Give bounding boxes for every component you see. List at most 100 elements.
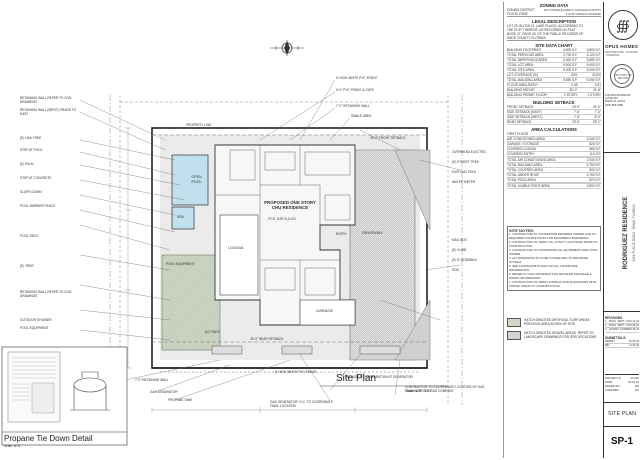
firm-logo-icon: ∰	[608, 10, 638, 40]
right-note: WATER METER	[452, 180, 476, 184]
project-info: PROJECT #:23-118 DATE:03.15.24 DRAWN BY:…	[605, 374, 639, 392]
table-cell: 110 S.F.	[589, 152, 601, 156]
table-cell: TOTAL BUILDING AREA	[507, 163, 543, 167]
table-cell: LOT COVERAGE (%)	[507, 73, 538, 77]
table-row	[507, 157, 601, 158]
table-cell: 2,700 S.F.	[563, 53, 578, 57]
site-plan-title: Site Plan	[336, 373, 377, 384]
table-row: REAR SETBACK 25'-0" 25'-2"	[507, 120, 601, 125]
table-cell: AIR CONDITIONED AREA	[507, 137, 545, 141]
pool-label: OPEN POOL	[191, 175, 202, 184]
legend-swatch-gravel	[507, 331, 521, 340]
table-cell: 50%	[571, 73, 578, 77]
table-cell: 25'-0"	[572, 120, 581, 124]
table-cell: 5,850 S.F.	[563, 78, 578, 82]
right-notes: OVERHEAD ELECTRIC (E) STREET TREE EXISTI…	[452, 150, 498, 278]
legend-label: HATCH DENOTES ARTIFICIAL TURF AREAS PERV…	[524, 318, 590, 326]
table-cell: BID	[605, 343, 610, 347]
table-cell: 3,120 S.F.	[586, 53, 601, 57]
table-cell: 3,750 S.F.	[586, 163, 601, 167]
table-cell: ZONING COMMENTS	[609, 328, 629, 332]
table-cell: TOTAL SITE AREA	[507, 68, 535, 72]
area-calculations-header: AREA CALCULATIONS	[531, 127, 577, 132]
data-tables: ZONING DATA ZONING DISTRICT RS-4 (SINGLE…	[507, 3, 601, 189]
table-row: AIR CONDITIONED AREA 2,540 S.F.	[507, 137, 601, 142]
right-note: (E) CURB	[452, 248, 467, 252]
table-cell: 8'-0"	[594, 115, 601, 119]
table-row: COVERED ENTRY 110 S.F.	[507, 152, 601, 157]
table-cell: 35'-0"	[569, 88, 578, 92]
table-cell: 2 STORY	[563, 93, 578, 97]
table-cell: BUILDING FOOTPRINT	[507, 48, 542, 52]
table-cell: 01.12.24	[628, 320, 639, 323]
table-cell: FIRST FLOOR	[507, 132, 529, 136]
table-cell: 7'-6"	[573, 110, 581, 114]
entry-label: ENTRY	[336, 232, 347, 236]
project-number: 23-118	[630, 376, 639, 380]
legend-item: HATCH DENOTES ARTIFICIAL TURF AREAS PERV…	[507, 318, 601, 327]
left-note: RETAINING WALL (WEST) GRADE TO EAST	[20, 108, 77, 116]
table-cell: FLOOR AREA RATIO	[507, 83, 538, 87]
table-cell: TOTAL POOL AREA	[507, 178, 536, 182]
table-cell: 620 S.F.	[589, 142, 601, 146]
table-cell: 10.05.23	[628, 339, 639, 343]
project-name-panel: RODRIGUEZ RESIDENCE 4321 PLACID ROAD · M…	[604, 152, 640, 312]
project-address: 4321 PLACID ROAD · MIAMI, FLORIDA	[632, 204, 636, 262]
table-cell: 480 S.F.	[589, 147, 601, 151]
spa-shape	[171, 206, 195, 230]
sheet-title: SITE PLAN	[607, 410, 637, 417]
left-note: OUTDOOR SHOWER	[20, 318, 52, 322]
left-note: STEP AT POOL	[20, 148, 43, 152]
table-cell: 3,750 S.F.	[586, 173, 601, 177]
bottom-note: PROVIDE 5'-0" SEPARATION AT GENERATOR	[345, 375, 413, 379]
loggia-area	[219, 214, 259, 296]
building-setback-header: BUILDING SETBACK	[533, 100, 575, 105]
table-cell: TOTAL LIVABLE ROOF AREA	[507, 184, 550, 188]
firm-name: OPUS HOMES	[605, 44, 639, 49]
right-note: (E) STREET TREE	[452, 160, 479, 164]
left-note: STEP AT CONCRETE	[20, 176, 52, 180]
table-cell: SIDE SETBACK (WEST)	[507, 115, 543, 119]
project-name: RODRIGUEZ RESIDENCE	[623, 196, 629, 270]
table-row: SIDE SETBACK (EAST)7'-6"7'-6"	[507, 110, 601, 115]
table-cell: TOTAL AIR CONDITIONED AREA	[507, 158, 556, 162]
table-cell: 2,540 S.F.	[586, 137, 601, 141]
left-notes: RETAINING WALL REFER TO CIVIL DRAWINGS R…	[20, 96, 80, 310]
legend: HATCH DENOTES ARTIFICIAL TURF AREAS PERV…	[507, 318, 601, 340]
table-cell: COVERED LOGGIA	[507, 147, 536, 151]
table-cell: TOTAL COVERED AREA	[507, 168, 543, 172]
checked-by: RC	[634, 388, 639, 392]
left-note: POOL BARRIER FENCE	[20, 204, 56, 208]
table-row: SIDE SETBACK (WEST) 7'-6" 8'-0"	[507, 115, 601, 120]
table-cell: COVERED ENTRY	[507, 152, 535, 156]
table-cell: TOTAL UNDER ROOF	[507, 173, 540, 177]
table-row: TOTAL COVERED AREA 590 S.F.	[507, 168, 601, 173]
table-cell: REAR SETBACK	[507, 120, 532, 124]
driveway-area	[349, 149, 416, 361]
table-cell: TOTAL LOT AREA	[507, 63, 534, 67]
table-cell: 590 S.F.	[589, 168, 601, 172]
table-cell: 0.65	[571, 83, 578, 87]
site-note-item: 7. CONTRACTOR TO VERIFY FINISH FLOOR ELE…	[509, 280, 597, 288]
table-cell: BLDG. DEPT. COMMENTS	[609, 324, 629, 328]
table-cell: 7'-6"	[573, 115, 581, 119]
loggia-label: LOGGIA	[228, 245, 244, 250]
table-cell: SIDE SETBACK (EAST)	[507, 110, 542, 114]
table-cell: 1	[605, 320, 607, 323]
table-cell: 9,000 S.F.	[586, 68, 601, 72]
table-cell: 25'-2"	[592, 120, 601, 124]
left-note: (E) OAK TREE	[20, 136, 42, 140]
table-cell: 3	[605, 328, 607, 332]
wall-note: 7'-0" RETAINING WALL	[336, 104, 370, 108]
sheet-title-box: SITE PLAN	[604, 402, 640, 424]
